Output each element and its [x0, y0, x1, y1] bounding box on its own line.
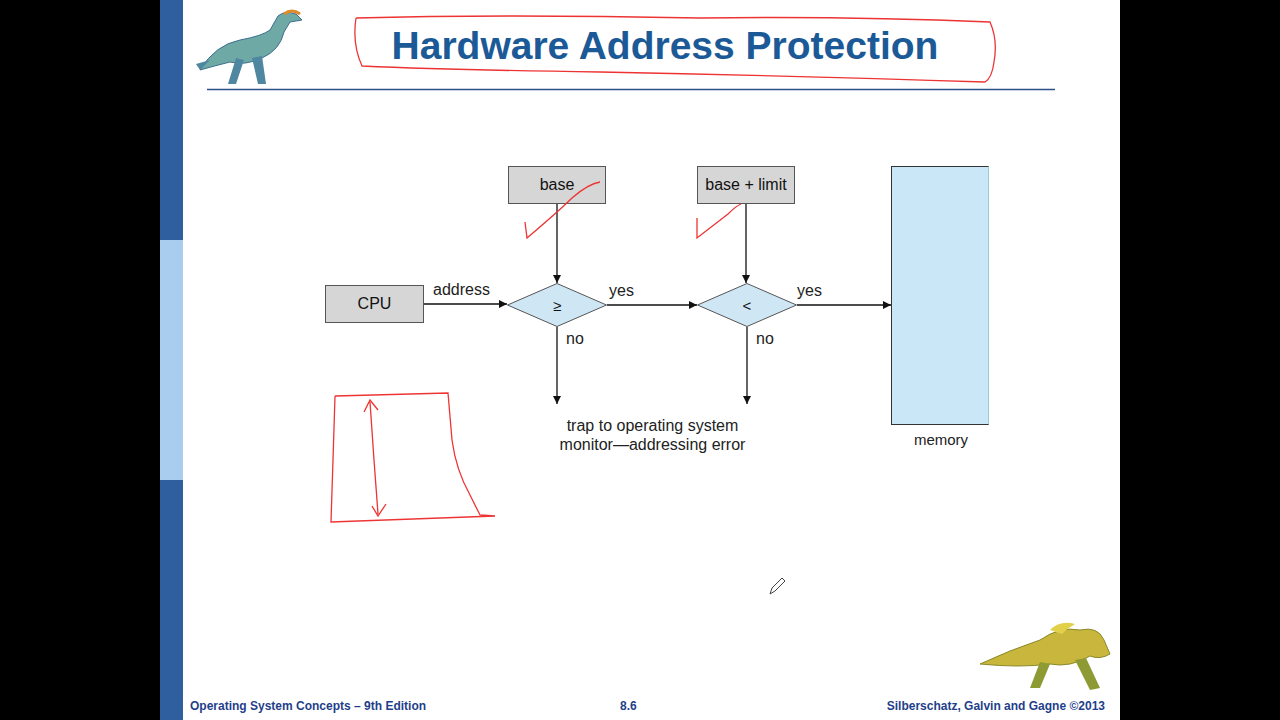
edge-label: address	[433, 281, 490, 299]
flow-arrow	[607, 304, 697, 305]
register-box: base	[508, 166, 606, 204]
footer-text: Silberschatz, Galvin and Gagne ©2013	[887, 699, 1105, 713]
memory-block: memory	[891, 166, 989, 425]
title-rule	[207, 89, 1055, 91]
node-text: base + limit	[705, 176, 786, 194]
check-mark	[697, 204, 741, 238]
flow-arrow	[556, 204, 557, 283]
flow-arrow	[745, 204, 746, 283]
flow-arrow	[746, 327, 747, 404]
side-strip	[160, 240, 183, 480]
node-text: memory	[872, 431, 1010, 448]
page-number: 8.6	[620, 699, 637, 713]
annotation-sketch	[331, 393, 495, 522]
diamond-shape	[508, 284, 607, 327]
node-text: base	[540, 176, 575, 194]
flow-arrow	[556, 327, 557, 404]
register-box: base + limit	[697, 166, 795, 204]
decision-diamond: <	[697, 283, 797, 327]
annotation-arrow	[364, 400, 386, 516]
pencil-cursor	[770, 578, 785, 594]
trap-target: trap to operating system monitor—address…	[540, 404, 765, 456]
edge-label: no	[756, 330, 774, 348]
node-text: ≥	[553, 297, 561, 314]
process-box: CPU	[325, 285, 424, 323]
side-strip	[160, 480, 183, 720]
side-strip	[160, 0, 183, 240]
footer-text: Operating System Concepts – 9th Edition	[190, 699, 426, 713]
edge-label: yes	[609, 282, 634, 300]
diamond-shape	[698, 284, 797, 327]
edge-label: no	[566, 330, 584, 348]
slide-title: Hardware Address Protection	[315, 24, 1015, 68]
dinosaur-illustration	[196, 11, 302, 84]
node-text: trap to operating system monitor—address…	[540, 416, 765, 454]
dinosaur-illustration	[980, 623, 1110, 690]
decision-diamond: ≥	[507, 283, 607, 327]
flow-arrow	[797, 304, 891, 305]
node-text: CPU	[358, 295, 392, 313]
node-text: <	[743, 297, 752, 314]
edge-label: yes	[797, 282, 822, 300]
flow-arrow	[424, 303, 507, 304]
